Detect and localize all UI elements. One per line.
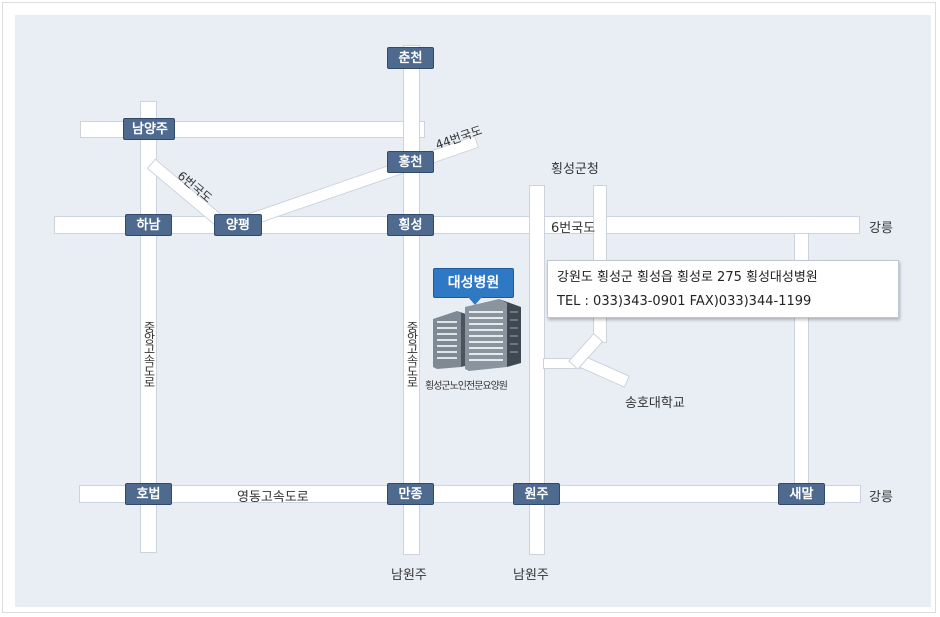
hospital-address: 강원도 횡성군 횡성읍 횡성로 275 횡성대성병원 (557, 270, 818, 285)
hospital-building-icon (433, 299, 521, 371)
road-yeongdong-expressway (79, 485, 861, 503)
label-county-office: 횡성군청 (551, 162, 599, 177)
hospital-tag: 대성병원 (433, 268, 514, 305)
label-yeongdong-expressway: 영동고속도로 (237, 490, 309, 505)
tag-yangpyeong: 양평 (214, 214, 262, 236)
label-nam-wonju-left: 남원주 (391, 568, 427, 583)
road-jungang-expressway (403, 45, 420, 555)
tag-chuncheon: 춘천 (387, 47, 434, 69)
label-nursing-home: 횡성군노인전문요양원 (425, 381, 508, 392)
label-route6: 6번국도 (551, 221, 596, 236)
tag-manjong: 만종 (387, 483, 434, 505)
label-songho-college: 송호대학교 (625, 396, 685, 411)
hospital-contact: TEL : 033)343-0901 FAX)033)344-1199 (557, 294, 812, 309)
label-jungang-expressway-left: 중앙고속도로 (142, 321, 156, 387)
road-wonju-vertical (529, 185, 545, 555)
tag-wonju: 원주 (513, 483, 560, 505)
label-nam-wonju-right: 남원주 (513, 568, 549, 583)
label-gangneung-top: 강릉 (869, 221, 893, 236)
tag-namyangju: 남양주 (123, 118, 175, 140)
label-jungang-expressway-right: 중앙고속도로 (405, 321, 419, 387)
road-route6 (54, 216, 860, 234)
address-callout: 강원도 횡성군 횡성읍 횡성로 275 횡성대성병원 TEL : 033)343… (547, 260, 899, 318)
tag-hoengseong: 횡성 (387, 214, 434, 236)
tag-hongcheon: 홍천 (387, 151, 434, 173)
location-map: 춘천 남양주 홍천 하남 양평 횡성 호법 만종 원주 새말 44번국도 6번국… (15, 15, 931, 607)
tag-hanam: 하남 (125, 214, 172, 236)
tag-saemal: 새말 (778, 483, 825, 505)
tag-hobeop: 호법 (125, 483, 172, 505)
label-gangneung-bottom: 강릉 (869, 490, 893, 505)
